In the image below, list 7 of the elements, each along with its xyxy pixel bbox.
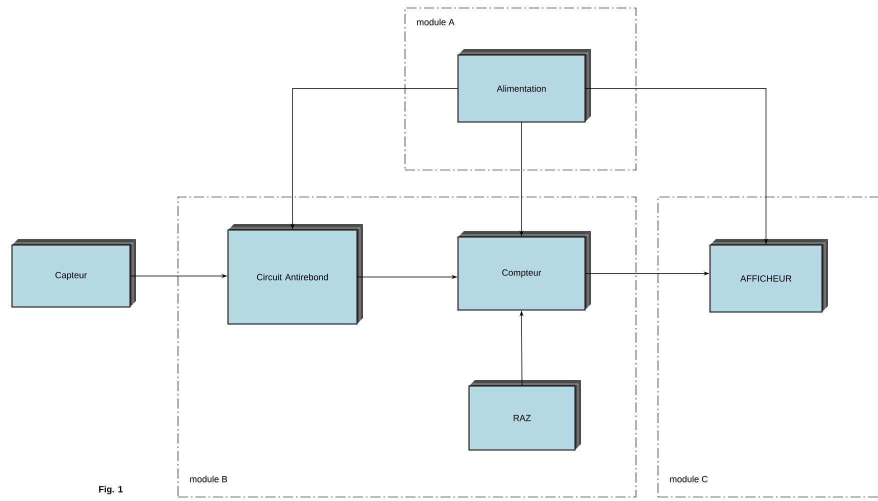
block-box: RAZ <box>468 380 581 450</box>
block-box: Alimentation <box>458 49 591 122</box>
block-box: Compteur <box>458 231 591 310</box>
block-box: AFFICHEUR <box>710 239 828 312</box>
figure-label: Fig. 1 <box>99 486 123 494</box>
block-box: Capteur <box>12 239 136 308</box>
block-box: Circuit Antirebond <box>228 224 363 324</box>
